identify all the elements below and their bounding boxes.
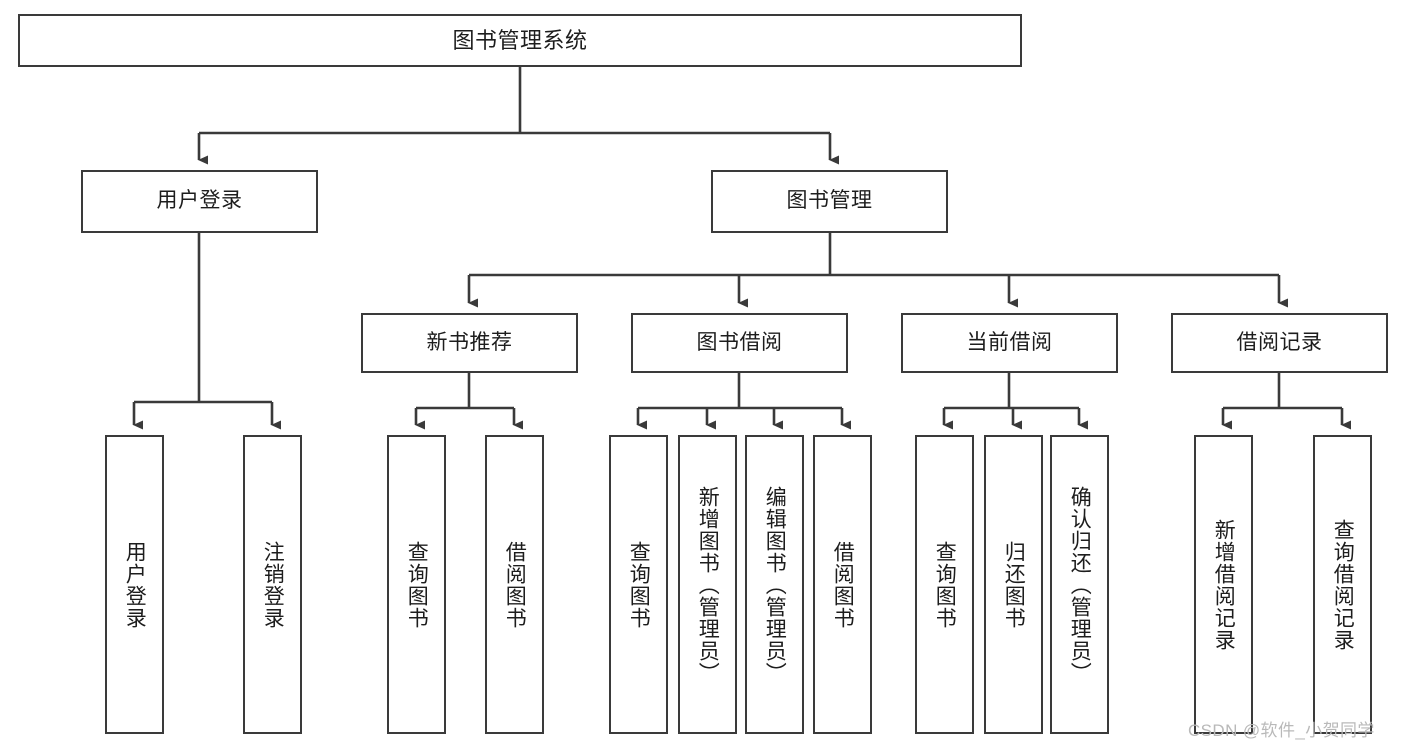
node-label: 图书管理系统 — [452, 27, 588, 53]
node-borrow-record[interactable]: 借阅记录 — [1171, 313, 1388, 373]
node-leaf-logout-login[interactable]: 注销登录 — [243, 435, 302, 734]
node-user-login[interactable]: 用户登录 — [81, 170, 318, 233]
node-label: 借阅图书 — [831, 540, 855, 629]
node-leaf-query-book-2[interactable]: 查询图书 — [609, 435, 668, 734]
node-label: 用户登录 — [123, 540, 147, 629]
node-leaf-query-book-1[interactable]: 查询图书 — [387, 435, 446, 734]
node-label: 图书借阅 — [696, 330, 783, 354]
node-leaf-add-borrow-record[interactable]: 新增借阅记录 — [1194, 435, 1253, 734]
node-label: 查询借阅记录 — [1331, 518, 1355, 651]
node-label: 查询图书 — [933, 540, 957, 629]
node-leaf-confirm-return-admin[interactable]: 确认归还（管理员） — [1050, 435, 1109, 734]
node-leaf-user-login[interactable]: 用户登录 — [105, 435, 164, 734]
node-label: 归还图书 — [1002, 540, 1026, 629]
node-label: 新增借阅记录 — [1212, 518, 1236, 651]
node-leaf-query-book-3[interactable]: 查询图书 — [915, 435, 974, 734]
node-label: 借阅图书 — [503, 540, 527, 629]
node-root-system[interactable]: 图书管理系统 — [18, 14, 1022, 67]
node-leaf-borrow-book-1[interactable]: 借阅图书 — [485, 435, 544, 734]
node-label: 用户登录 — [156, 189, 243, 213]
node-label: 新增图书（管理员） — [696, 485, 720, 684]
node-book-management[interactable]: 图书管理 — [711, 170, 948, 233]
node-label: 确认归还（管理员） — [1068, 485, 1092, 684]
node-label: 查询图书 — [627, 540, 651, 629]
node-leaf-edit-book-admin[interactable]: 编辑图书（管理员） — [745, 435, 804, 734]
node-leaf-borrow-book-2[interactable]: 借阅图书 — [813, 435, 872, 734]
node-leaf-query-borrow-record[interactable]: 查询借阅记录 — [1313, 435, 1372, 734]
node-book-borrow[interactable]: 图书借阅 — [631, 313, 848, 373]
node-label: 查询图书 — [405, 540, 429, 629]
node-label: 当前借阅 — [966, 330, 1053, 354]
node-new-book-recommend[interactable]: 新书推荐 — [361, 313, 578, 373]
node-label: 新书推荐 — [426, 330, 513, 354]
csdn-watermark: CSDN @软件_小贺同学 — [1188, 721, 1375, 740]
node-label: 注销登录 — [261, 540, 285, 629]
node-leaf-return-book[interactable]: 归还图书 — [984, 435, 1043, 734]
node-label: 编辑图书（管理员） — [763, 485, 787, 684]
node-label: 图书管理 — [786, 189, 873, 213]
node-label: 借阅记录 — [1236, 330, 1323, 354]
node-leaf-add-book-admin[interactable]: 新增图书（管理员） — [678, 435, 737, 734]
node-current-borrow[interactable]: 当前借阅 — [901, 313, 1118, 373]
